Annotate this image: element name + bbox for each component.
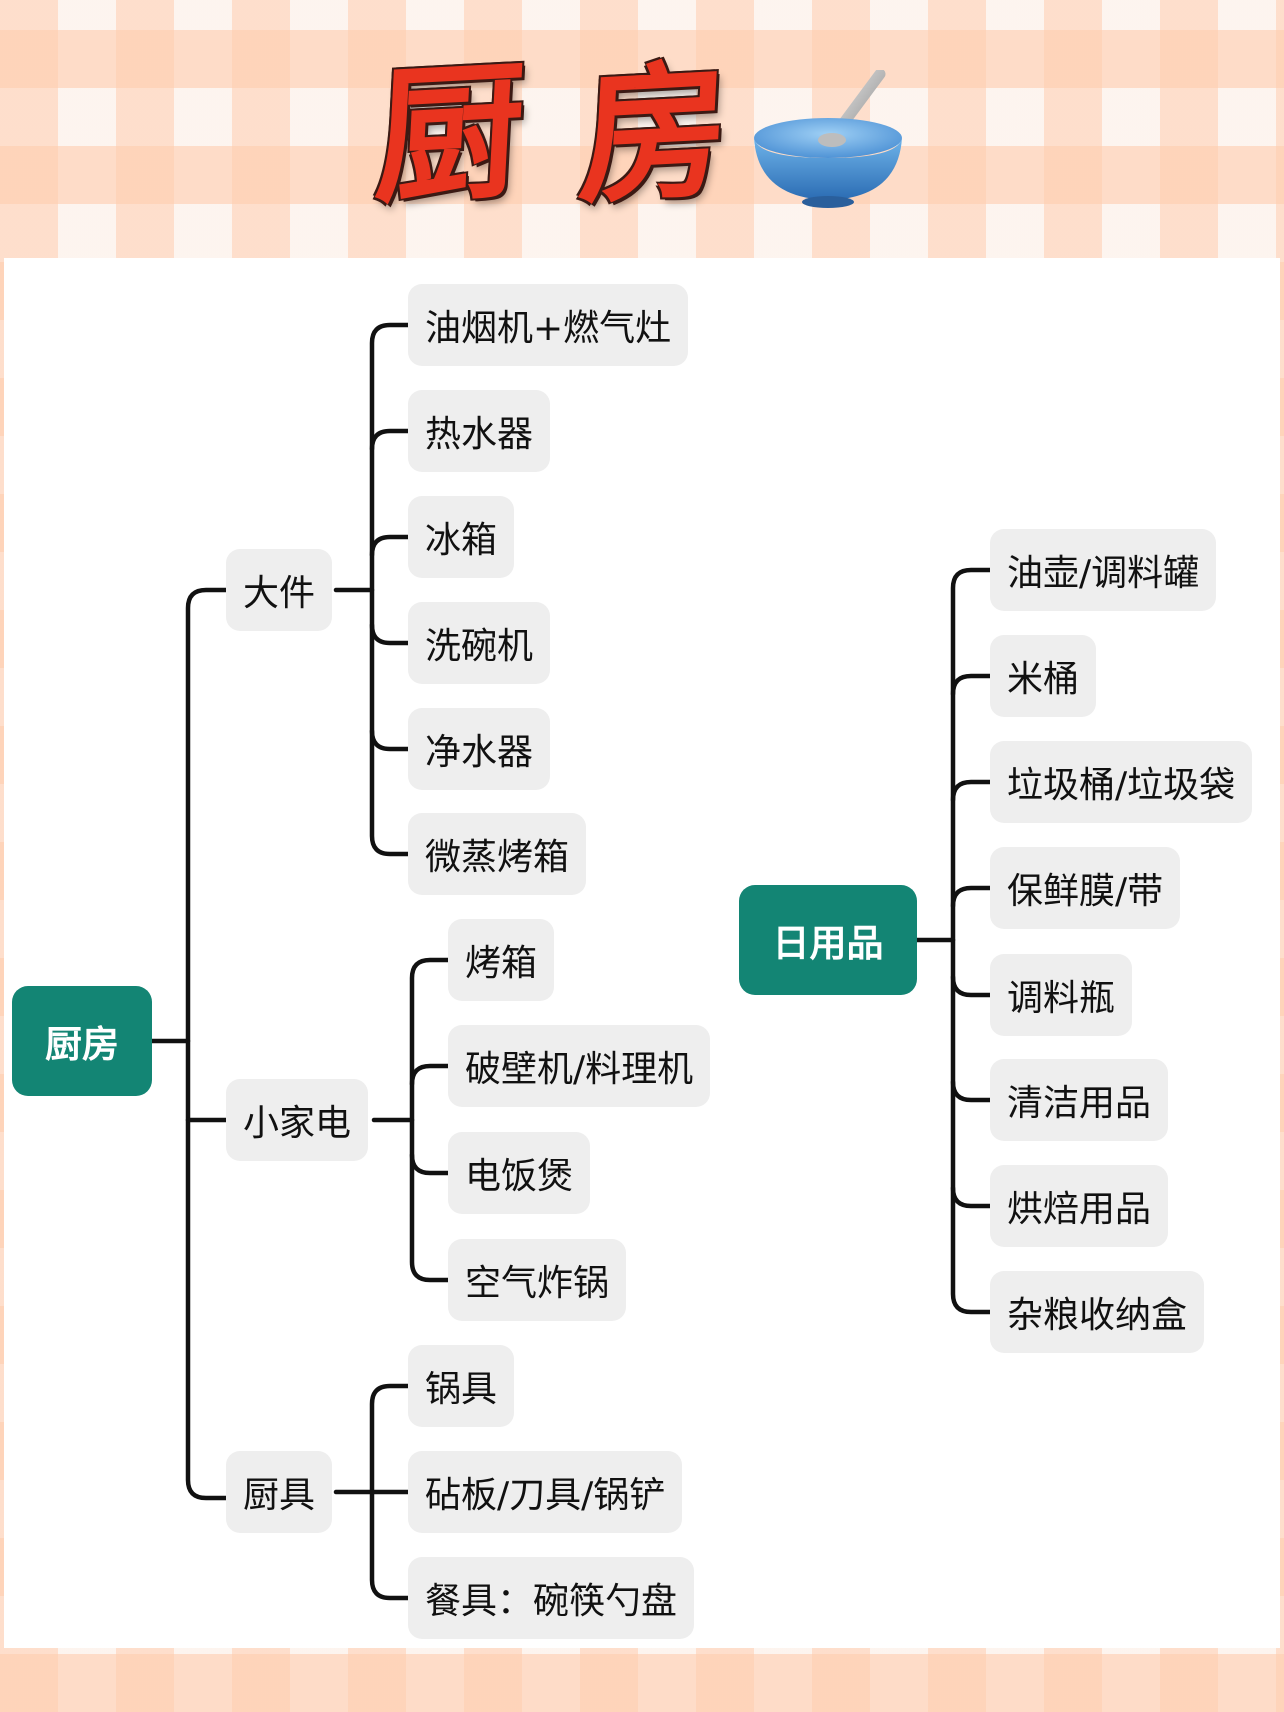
leaf-node-daily-5[interactable]: 调料瓶 xyxy=(990,954,1133,1036)
page-title: 厨 房 xyxy=(0,45,1284,225)
root-node-kitchen[interactable]: 厨房 xyxy=(12,986,152,1096)
leaf-node-tools-2[interactable]: 砧板/刀具/锅铲 xyxy=(408,1451,683,1533)
leaf-node-small-4[interactable]: 空气炸锅 xyxy=(448,1239,627,1321)
leaf-node-tools-3[interactable]: 餐具：碗筷勺盘 xyxy=(408,1557,695,1639)
title-char-2: 房 xyxy=(575,45,733,225)
root-node-daily-goods[interactable]: 日用品 xyxy=(739,885,917,995)
leaf-node-small-3[interactable]: 电饭煲 xyxy=(448,1132,591,1214)
leaf-node-daily-1[interactable]: 油壶/调料罐 xyxy=(990,529,1217,611)
leaf-node-daily-8[interactable]: 杂粮收纳盒 xyxy=(990,1271,1205,1353)
leaf-node-daily-6[interactable]: 清洁用品 xyxy=(990,1059,1169,1141)
bowl-with-spoon-icon xyxy=(754,70,902,208)
leaf-node-large-6[interactable]: 微蒸烤箱 xyxy=(408,813,587,895)
leaf-node-large-1[interactable]: 油烟机+燃气灶 xyxy=(408,284,689,366)
branch-node-small-appliances[interactable]: 小家电 xyxy=(226,1079,369,1161)
branch-node-kitchenware[interactable]: 厨具 xyxy=(226,1451,333,1533)
branch-node-large-appliances[interactable]: 大件 xyxy=(226,549,333,631)
leaf-node-large-4[interactable]: 洗碗机 xyxy=(408,602,551,684)
leaf-node-daily-4[interactable]: 保鲜膜/带 xyxy=(990,847,1181,929)
leaf-node-large-3[interactable]: 冰箱 xyxy=(408,496,515,578)
leaf-node-daily-7[interactable]: 烘焙用品 xyxy=(990,1165,1169,1247)
leaf-node-daily-2[interactable]: 米桶 xyxy=(990,635,1097,717)
leaf-node-daily-3[interactable]: 垃圾桶/垃圾袋 xyxy=(990,741,1253,823)
leaf-node-small-2[interactable]: 破壁机/料理机 xyxy=(448,1025,711,1107)
leaf-node-large-5[interactable]: 净水器 xyxy=(408,708,551,790)
leaf-node-small-1[interactable]: 烤箱 xyxy=(448,919,555,1001)
mind-map-panel xyxy=(4,258,1280,1648)
leaf-node-tools-1[interactable]: 锅具 xyxy=(408,1345,515,1427)
leaf-node-large-2[interactable]: 热水器 xyxy=(408,390,551,472)
title-char-1: 厨 xyxy=(371,45,529,225)
